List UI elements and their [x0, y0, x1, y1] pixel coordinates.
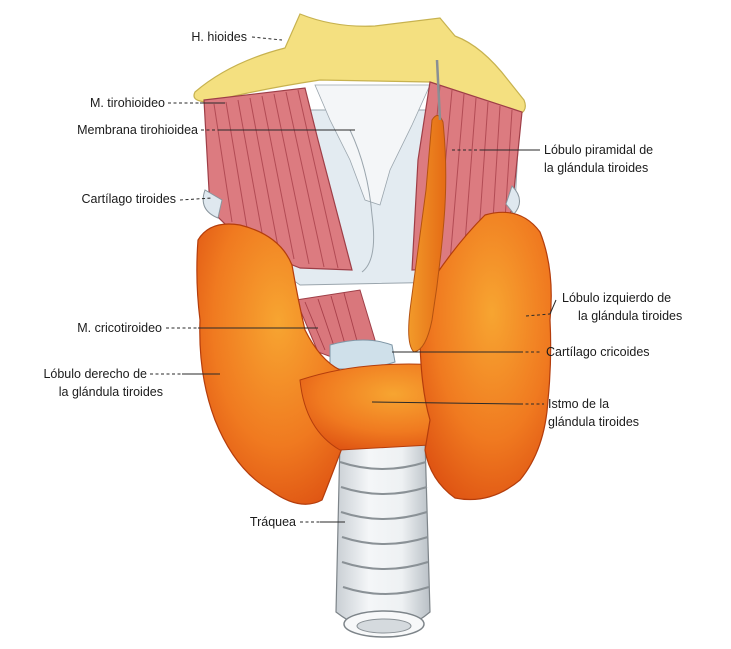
label-traquea: Tráquea: [250, 515, 296, 529]
label-membrana-tirohioidea: Membrana tirohioidea: [77, 123, 198, 137]
label-lobulo-derecho-1: Lóbulo derecho de: [43, 367, 147, 381]
label-cricotiroideo: M. cricotiroideo: [77, 321, 162, 335]
label-lobulo-piramidal-1: Lóbulo piramidal de: [544, 143, 653, 157]
label-tirohioideo: M. tirohioideo: [90, 96, 165, 110]
label-lobulo-piramidal-2: la glándula tiroides: [544, 161, 648, 175]
label-hioides: H. hioides: [191, 30, 247, 44]
trachea: [336, 440, 430, 637]
label-istmo-2: glándula tiroides: [548, 415, 639, 429]
label-cartilago-cricoides: Cartílago cricoides: [546, 345, 650, 359]
label-lobulo-izquierdo-2: la glándula tiroides: [578, 309, 682, 323]
label-lobulo-izquierdo-1: Lóbulo izquierdo de: [562, 291, 671, 305]
label-cartilago-tiroides: Cartílago tiroides: [82, 192, 177, 206]
label-lobulo-derecho-2: la glándula tiroides: [59, 385, 163, 399]
label-istmo-1: Istmo de la: [548, 397, 609, 411]
